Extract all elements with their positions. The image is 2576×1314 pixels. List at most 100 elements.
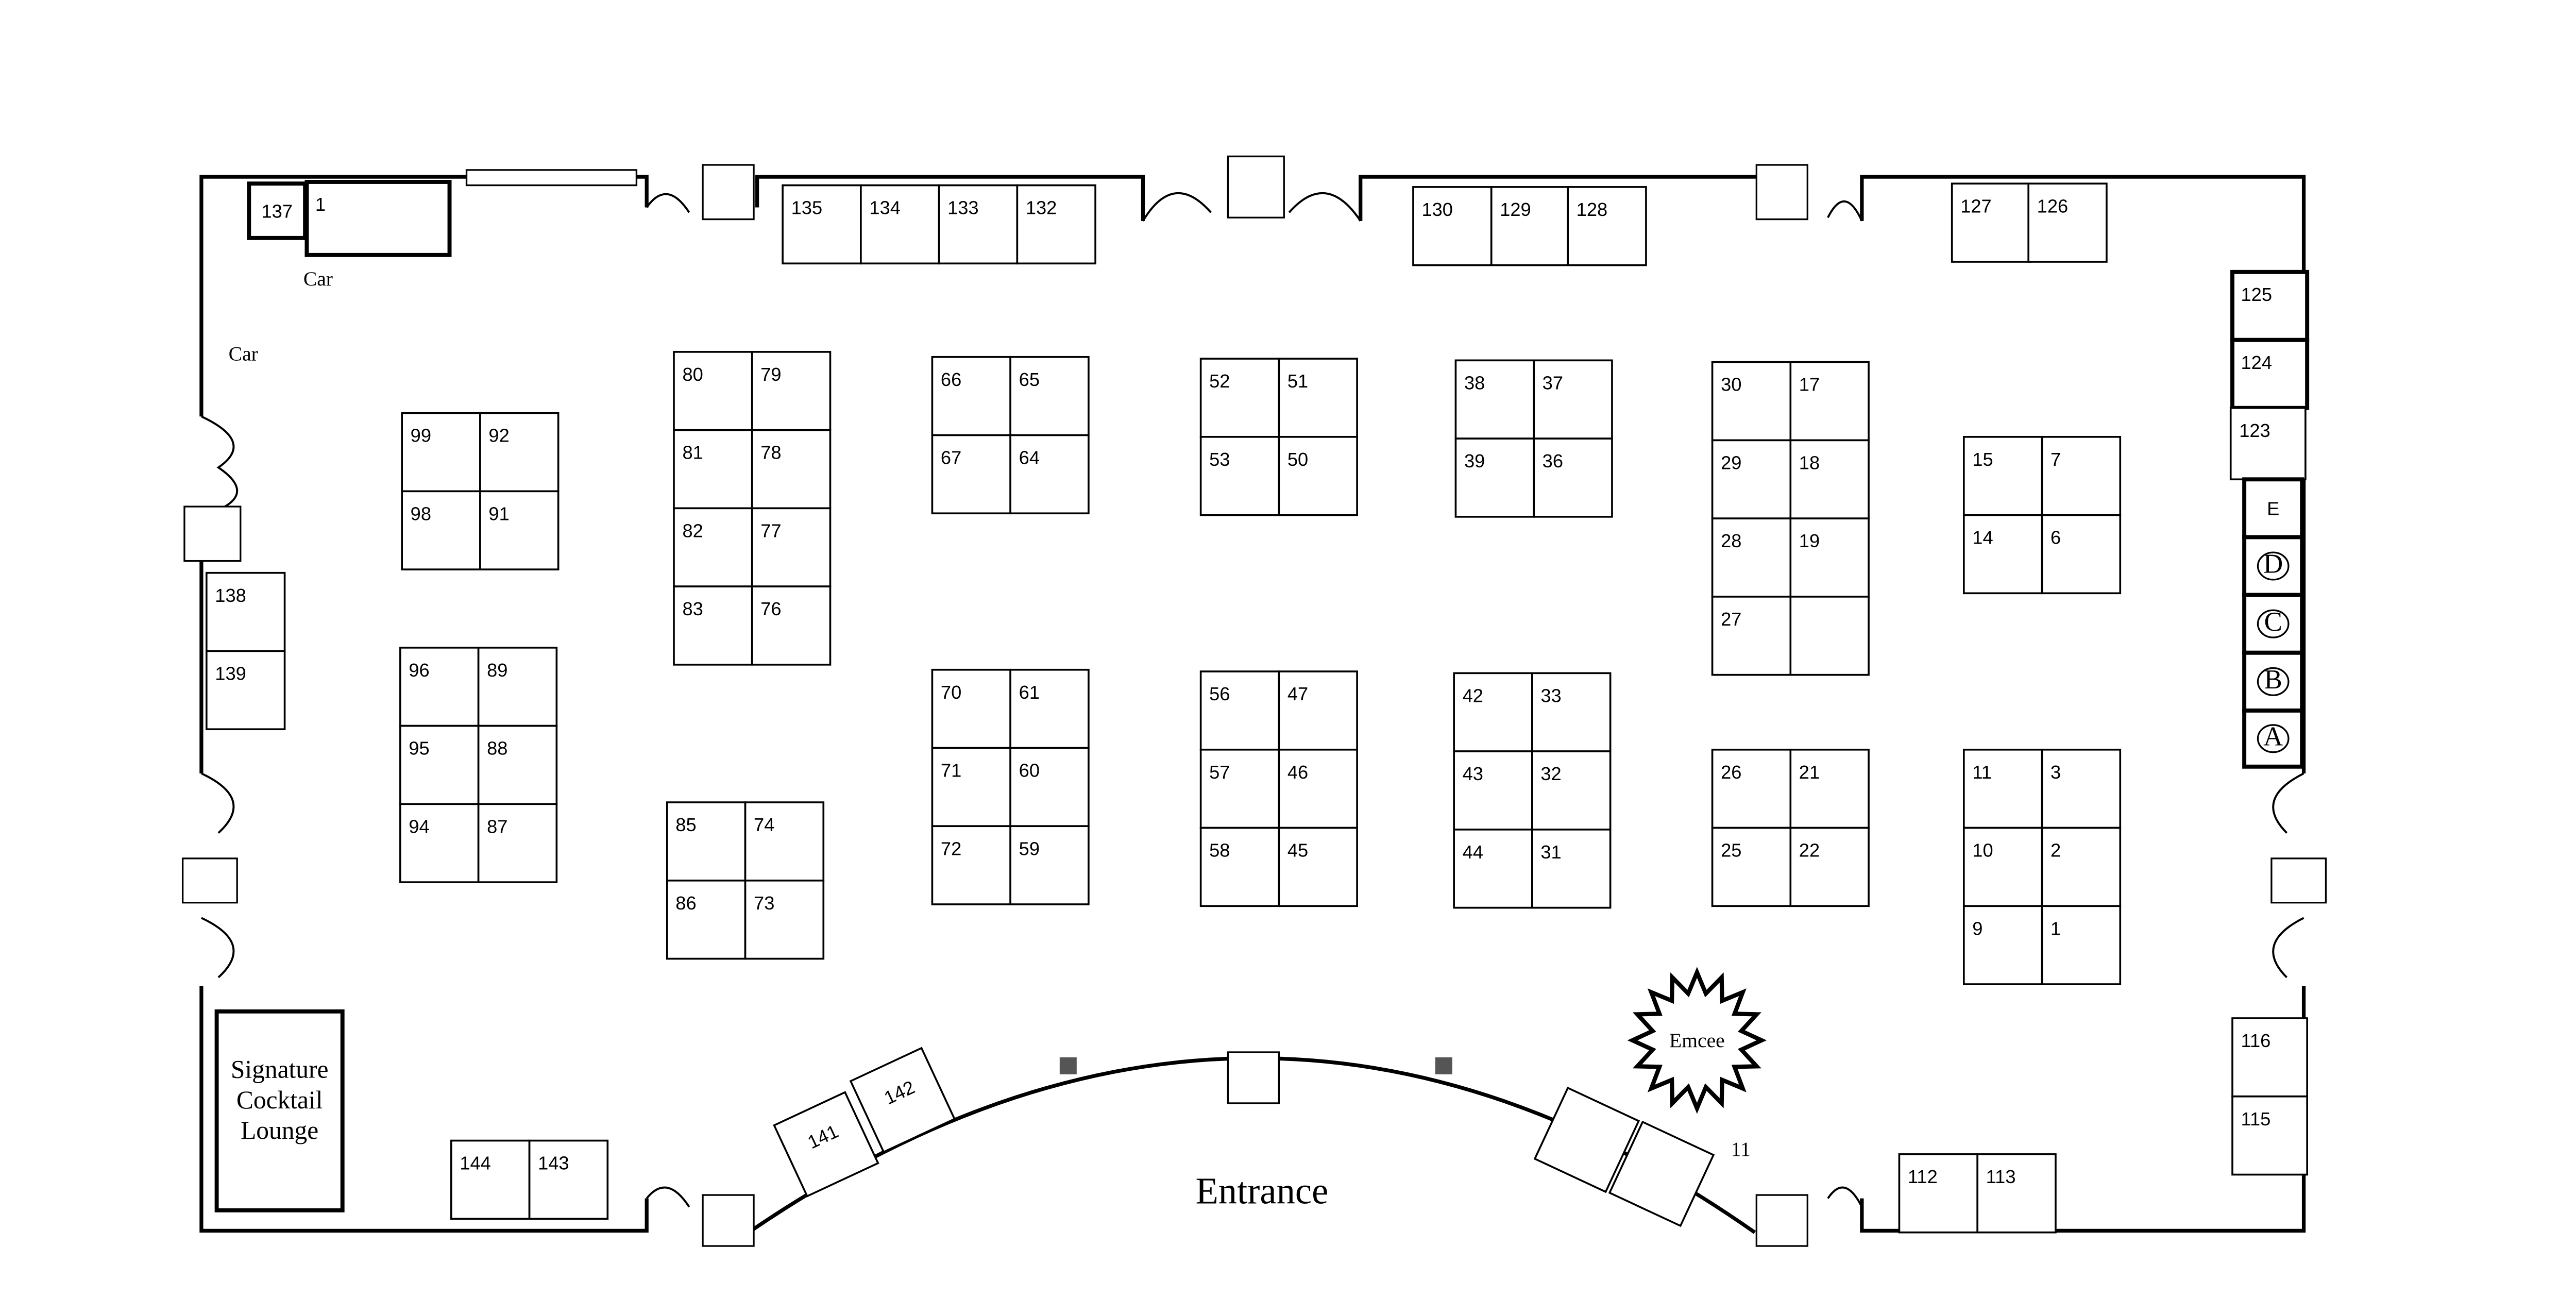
booth[interactable]: 14	[1962, 514, 2043, 595]
booth[interactable]: 137	[247, 181, 308, 240]
booth[interactable]: 127	[1951, 182, 2031, 263]
booth-angled[interactable]: 141	[773, 1091, 879, 1198]
booth[interactable]: 2	[2041, 827, 2122, 907]
booth[interactable]: 18	[1789, 439, 1870, 519]
booth[interactable]: 74	[744, 801, 825, 882]
booth[interactable]: 7	[2041, 435, 2122, 516]
booth[interactable]: 99	[401, 412, 481, 493]
booth[interactable]: 50	[1278, 435, 1358, 516]
booth[interactable]: C	[2242, 593, 2304, 655]
booth[interactable]: 31	[1531, 829, 1612, 909]
booth[interactable]: 9	[1962, 905, 2043, 985]
booth[interactable]: 60	[1009, 747, 1090, 828]
booth[interactable]: 126	[2027, 182, 2108, 263]
booth[interactable]: 85	[666, 801, 747, 882]
booth[interactable]: 72	[931, 825, 1011, 905]
booth[interactable]: 58	[1199, 827, 1280, 907]
booth[interactable]: 10	[1962, 827, 2043, 907]
booth[interactable]: 123	[2229, 407, 2307, 481]
booth[interactable]: 87	[477, 803, 558, 883]
booth[interactable]: 11	[1962, 748, 2043, 829]
booth[interactable]: 86	[666, 879, 747, 960]
booth[interactable]: 143	[528, 1139, 609, 1220]
booth[interactable]: 28	[1711, 517, 1792, 598]
booth[interactable]: 71	[931, 747, 1011, 828]
booth[interactable]: D	[2242, 535, 2304, 597]
booth[interactable]: 44	[1453, 829, 1533, 909]
booth[interactable]: 43	[1453, 750, 1533, 831]
booth[interactable]: 51	[1278, 358, 1358, 438]
booth[interactable]: 133	[938, 184, 1019, 265]
booth[interactable]: 36	[1533, 437, 1613, 518]
booth[interactable]: 134	[860, 184, 940, 265]
booth[interactable]: 80	[673, 351, 753, 431]
booth[interactable]: 128	[1567, 186, 1647, 266]
booth[interactable]: 96	[399, 647, 480, 727]
booth[interactable]: 91	[479, 490, 560, 570]
booth[interactable]: 42	[1453, 672, 1533, 752]
booth[interactable]: 1	[2041, 905, 2122, 985]
booth[interactable]: 89	[477, 647, 558, 727]
booth[interactable]: 47	[1278, 670, 1358, 751]
booth[interactable]: 1	[304, 180, 452, 257]
booth[interactable]: 135	[782, 184, 862, 265]
booth[interactable]: 61	[1009, 668, 1090, 749]
booth[interactable]: 82	[673, 507, 753, 587]
booth[interactable]: 129	[1490, 186, 1571, 266]
booth[interactable]: 115	[2231, 1095, 2308, 1176]
booth[interactable]: 124	[2230, 338, 2310, 410]
booth[interactable]: 94	[399, 803, 480, 883]
booth[interactable]: 70	[931, 668, 1011, 749]
booth[interactable]: 64	[1009, 434, 1090, 515]
booth[interactable]: 38	[1454, 359, 1535, 440]
booth[interactable]: 67	[931, 434, 1011, 515]
booth[interactable]: 76	[751, 585, 832, 666]
booth[interactable]: 73	[744, 879, 825, 960]
booth-angled[interactable]: 142	[849, 1047, 956, 1153]
booth[interactable]: A	[2242, 708, 2304, 769]
booth[interactable]: 39	[1454, 437, 1535, 518]
booth[interactable]: 88	[477, 725, 558, 805]
booth[interactable]: 17	[1789, 361, 1870, 442]
booth[interactable]: 57	[1199, 748, 1280, 829]
booth[interactable]: 65	[1009, 356, 1090, 436]
booth-angled[interactable]	[1608, 1120, 1715, 1227]
booth[interactable]	[1789, 596, 1870, 676]
booth[interactable]: 132	[1016, 184, 1096, 265]
booth[interactable]: B	[2242, 650, 2304, 713]
booth[interactable]: 83	[673, 585, 753, 666]
booth[interactable]: 144	[450, 1139, 531, 1220]
booth[interactable]: 6	[2041, 514, 2122, 595]
booth[interactable]: 29	[1711, 439, 1792, 519]
booth[interactable]: 125	[2230, 269, 2310, 342]
booth[interactable]: 138	[205, 571, 286, 652]
booth[interactable]: 112	[1898, 1153, 1979, 1234]
booth[interactable]: 56	[1199, 670, 1280, 751]
booth[interactable]: 19	[1789, 517, 1870, 598]
booth[interactable]: 37	[1533, 359, 1613, 440]
booth[interactable]: 81	[673, 429, 753, 510]
booth[interactable]: 66	[931, 356, 1011, 436]
booth[interactable]: 95	[399, 725, 480, 805]
booth[interactable]: 46	[1278, 748, 1358, 829]
booth[interactable]: 33	[1531, 672, 1612, 752]
booth[interactable]: 79	[751, 351, 832, 431]
booth[interactable]: 77	[751, 507, 832, 587]
booth[interactable]: E	[2242, 477, 2304, 540]
booth[interactable]: 26	[1711, 748, 1792, 829]
booth[interactable]: 3	[2041, 748, 2122, 829]
booth[interactable]: 21	[1789, 748, 1870, 829]
booth[interactable]: 22	[1789, 827, 1870, 907]
booth[interactable]: 27	[1711, 596, 1792, 676]
booth[interactable]: 130	[1412, 186, 1493, 266]
booth[interactable]: 59	[1009, 825, 1090, 905]
booth[interactable]: 25	[1711, 827, 1792, 907]
booth[interactable]: 45	[1278, 827, 1358, 907]
booth[interactable]: 78	[751, 429, 832, 510]
booth-angled[interactable]	[1533, 1086, 1640, 1193]
booth[interactable]: 53	[1199, 435, 1280, 516]
booth[interactable]: 15	[1962, 435, 2043, 516]
booth[interactable]: 139	[205, 650, 286, 731]
booth[interactable]: 52	[1199, 358, 1280, 438]
booth[interactable]: 32	[1531, 750, 1612, 831]
